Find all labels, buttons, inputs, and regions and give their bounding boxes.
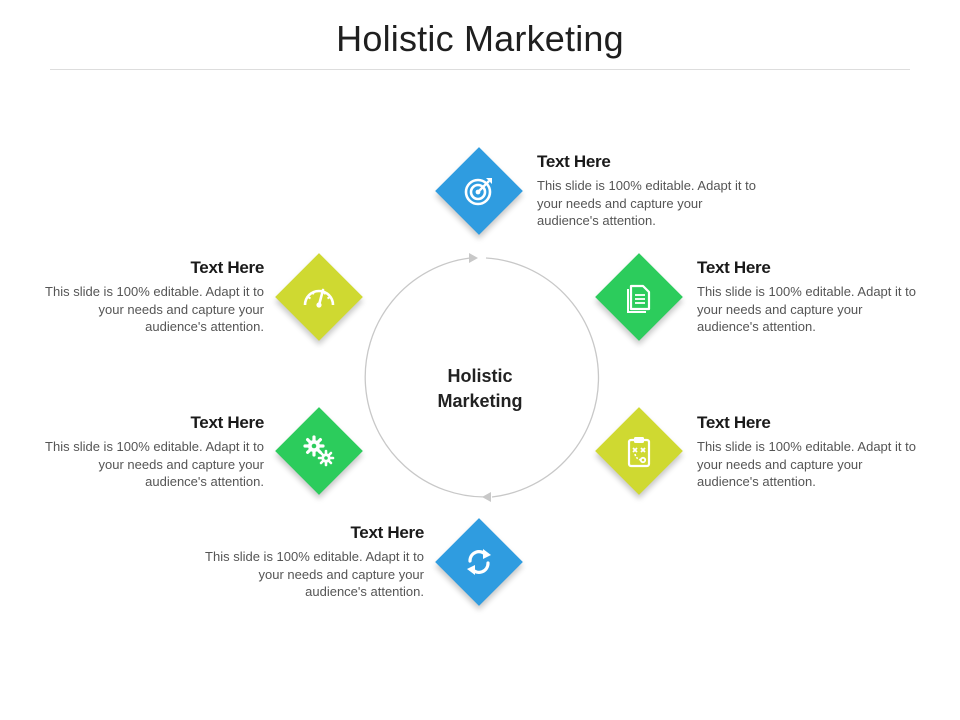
gears-icon bbox=[301, 433, 337, 469]
item-title: Text Here bbox=[537, 152, 611, 171]
item-upper-right: Text Here This slide is 100% editable. A… bbox=[697, 258, 919, 336]
item-desc: This slide is 100% editable. Adapt it to… bbox=[45, 284, 264, 334]
center-label: Holistic Marketing bbox=[400, 364, 560, 414]
refresh-icon bbox=[461, 544, 497, 580]
item-lower-left: Text Here This slide is 100% editable. A… bbox=[42, 413, 264, 491]
center-label-line-1: Holistic bbox=[447, 366, 513, 386]
item-upper-left: Text Here This slide is 100% editable. A… bbox=[42, 258, 264, 336]
item-lower-right: Text Here This slide is 100% editable. A… bbox=[697, 413, 919, 491]
item-desc: This slide is 100% editable. Adapt it to… bbox=[45, 439, 264, 489]
item-bottom: Text Here This slide is 100% editable. A… bbox=[202, 523, 424, 601]
title-divider bbox=[50, 69, 910, 70]
clipboard-strategy-icon bbox=[621, 433, 657, 469]
ring-arrow-bottom bbox=[482, 492, 491, 502]
item-desc: This slide is 100% editable. Adapt it to… bbox=[697, 284, 916, 334]
ring-arrow-top bbox=[469, 253, 478, 263]
document-icon bbox=[621, 279, 657, 315]
speedometer-icon bbox=[301, 279, 337, 315]
target-icon bbox=[461, 173, 497, 209]
item-top: Text Here This slide is 100% editable. A… bbox=[537, 152, 759, 230]
item-title: Text Here bbox=[697, 258, 771, 277]
item-desc: This slide is 100% editable. Adapt it to… bbox=[697, 439, 916, 489]
item-title: Text Here bbox=[190, 258, 264, 277]
item-title: Text Here bbox=[190, 413, 264, 432]
item-desc: This slide is 100% editable. Adapt it to… bbox=[205, 549, 424, 599]
item-title: Text Here bbox=[697, 413, 771, 432]
page-title: Holistic Marketing bbox=[336, 18, 624, 59]
center-label-line-2: Marketing bbox=[437, 391, 523, 411]
item-title: Text Here bbox=[350, 523, 424, 542]
item-desc: This slide is 100% editable. Adapt it to… bbox=[537, 178, 756, 228]
